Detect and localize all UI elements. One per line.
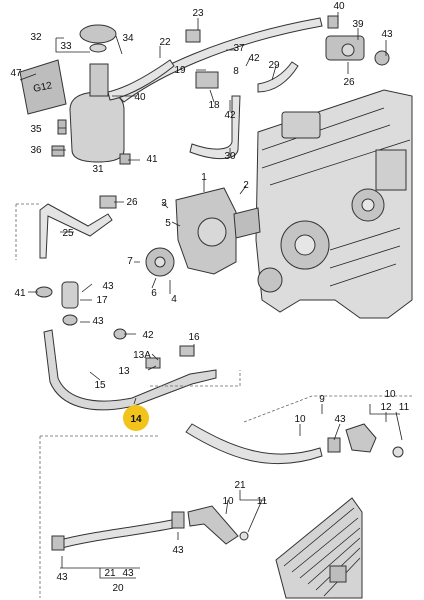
callout-16: 16 [188,332,200,343]
callout-33: 33 [60,41,72,52]
callout-43g: 43 [122,568,134,579]
callout-13: 13 [118,366,130,377]
callout-37: 37 [233,43,245,54]
callout-1: 1 [201,172,207,183]
callout-47: 47 [10,68,22,79]
callout-labels: 23 40 32 33 34 22 37 42 39 43 47 19 29 8… [10,1,409,594]
callout-43e: 43 [172,545,184,556]
callout-14-highlight [123,405,149,431]
callout-26: 26 [126,197,138,208]
callout-7: 7 [127,256,133,267]
callout-10c: 10 [222,496,234,507]
hose-29 [257,61,299,93]
callout-11a: 11 [399,402,410,413]
callout-35: 35 [30,124,42,135]
hose-17 [61,281,79,309]
lower-hose [185,423,323,465]
callout-10b: 10 [384,389,396,400]
callout-18: 18 [208,100,220,111]
callout-29: 29 [268,60,280,71]
callout-43a: 43 [381,29,393,40]
callout-41a: 41 [146,154,158,165]
thermostat-housing [325,15,390,66]
callout-31: 31 [92,164,104,175]
callout-4: 4 [171,294,177,305]
callout-39: 39 [352,19,364,30]
radiator [275,497,363,599]
bracket-18 [195,71,219,89]
callout-28: 26 [343,77,355,88]
hose-22 [117,17,323,103]
water-pump [145,187,261,277]
clip-23 [185,29,201,43]
callout-9: 9 [319,394,325,405]
callout-17: 17 [96,295,108,306]
callout-22: 22 [159,37,171,48]
callout-42b: 42 [224,110,236,121]
callout-40a: 40 [134,92,146,103]
hose-30 [189,95,241,159]
hose-25 [39,203,113,259]
callout-23: 23 [192,8,204,19]
connector-26 [99,195,117,209]
callout-11b: 11 [257,496,268,507]
callout-8: 8 [233,66,239,77]
connector-21 [187,505,239,545]
coolant-pipe-14 [43,329,217,411]
expansion-tank: G12 [19,24,131,165]
callout-12: 12 [380,402,392,413]
callout-10a: 10 [294,414,306,425]
callout-30: 30 [224,151,236,162]
callout-2: 2 [243,180,249,191]
callout-41b: 41 [14,288,26,299]
callout-34: 34 [122,33,134,44]
callout-14: 14 [130,414,142,425]
callout-6: 6 [151,288,157,299]
callout-25: 25 [62,228,74,239]
callout-43b: 43 [102,281,114,292]
connector-9 [327,423,404,458]
callout-21b: 21 [104,568,116,579]
leader-lines [19,12,403,579]
callout-43d: 43 [334,414,346,425]
callout-42c: 42 [142,330,154,341]
callout-15: 15 [94,380,106,391]
callout-40b: 40 [333,1,345,12]
engine-block [255,89,413,319]
callout-42a: 42 [248,53,260,64]
hose-20 [59,519,175,549]
callout-3: 3 [161,198,167,209]
callout-5: 5 [165,218,171,229]
svg-text:G12: G12 [32,80,53,95]
callout-43c: 43 [92,316,104,327]
callout-32: 32 [30,32,42,43]
callout-13A: 13A [133,350,151,361]
callout-36: 36 [30,145,42,156]
callout-43f: 43 [56,572,68,583]
callout-20: 20 [112,583,124,594]
callout-19: 19 [174,65,186,76]
callout-21a: 21 [234,480,246,491]
